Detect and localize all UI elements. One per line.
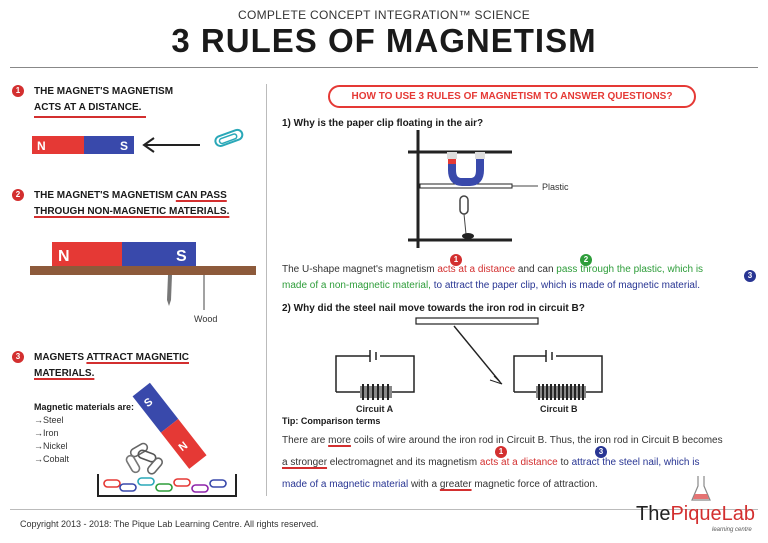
magnet-north-half [32, 136, 84, 154]
rule-3-line1-underlined: ATTRACT MAGNETIC [86, 352, 189, 363]
question-2: 2) Why did the steel nail move towards t… [282, 303, 585, 314]
rule-1-number: 1 [12, 85, 24, 97]
title-divider [10, 67, 758, 68]
tip-heading: Tip: Comparison terms [282, 416, 381, 426]
answer-1-rule3: to attract the paper clip, which is made… [430, 280, 700, 291]
marker-1: 1 [495, 446, 507, 458]
answer-2-text: magnetic force of attraction. [471, 479, 598, 490]
magnet-south-half [84, 136, 134, 154]
marker-3: 3 [595, 446, 607, 458]
magnet-n-label: N [58, 248, 70, 265]
rule-3-heading: 3 MAGNETS ATTRACT MAGNETIC MATERIALS. [12, 350, 254, 382]
tilted-bar-magnet: S N [132, 382, 207, 469]
arrow-head-icon [142, 137, 155, 153]
pique-lab-logo: ThePiqueLab [636, 503, 755, 526]
attracted-paper-clips [125, 442, 164, 475]
rule-2-line2: THROUGH NON-MAGNETIC MATERIALS. [34, 206, 230, 217]
magnet-attracting-clips-illustration: S N [97, 382, 237, 497]
magnet-south-half [122, 242, 196, 266]
iron-rod [415, 317, 539, 325]
logo-main: The [636, 503, 671, 525]
floating-paper-clip-icon [459, 195, 474, 239]
circuit-b-coil [536, 384, 586, 400]
nail-icon [167, 275, 172, 306]
answer-1-rule1: acts at a distance [437, 264, 516, 275]
rule-3-line2: MATERIALS. [34, 368, 95, 379]
rule-2-line1-underlined: CAN PASS [175, 190, 227, 201]
nail-tip-icon [489, 375, 503, 385]
steel-nail [453, 325, 501, 383]
logo-subtitle: learning centre [712, 527, 752, 533]
clip-tray [97, 474, 237, 497]
answer-2-text: to [557, 457, 572, 468]
answer-2-text: coils of wire around the iron rod in Cir… [350, 435, 723, 446]
answer-1: 1 2 3 The U-shape magnet's magnetism act… [282, 254, 756, 294]
magnet-s-label: S [176, 248, 187, 265]
rule-3-number: 3 [12, 351, 24, 363]
material-item: Nickel [34, 440, 144, 453]
circuit-b [513, 350, 603, 393]
paper-clips-in-tray [103, 477, 227, 493]
flask-logo-icon [691, 476, 711, 501]
floating-paper-clip-diagram: Plastic [408, 130, 569, 248]
wood-plank [30, 266, 256, 275]
header-kicker: COMPLETE CONCEPT INTEGRATION™ SCIENCE [237, 8, 531, 22]
rule-1-line2: ACTS AT A DISTANCE. [34, 102, 142, 113]
u-shape-magnet-icon [447, 152, 485, 186]
page-title: 3 RULES OF MAGNETISM [171, 22, 597, 59]
magnet-s-label: S [120, 139, 128, 153]
material-item: Iron [34, 427, 144, 440]
electromagnet-circuits-diagram: Circuit A Circuit B [335, 317, 603, 414]
rule-1-underline [34, 116, 146, 118]
rule-2-number: 2 [12, 189, 24, 201]
rule-1-line1: THE MAGNET'S MAGNETISM [34, 86, 174, 97]
plastic-label: Plastic [542, 182, 569, 192]
answer-1-rule2: pass through the plastic, which is [556, 264, 704, 275]
magnet-north-half [52, 242, 122, 266]
logo-accent: PiqueLab [670, 503, 755, 525]
answer-2-text: electromagnet and its magnetism [327, 457, 480, 468]
answer-2-rule1: acts at a distance [479, 457, 558, 468]
magnet-n-label: N [37, 139, 46, 153]
circuit-a-coil [360, 384, 392, 400]
question-1: 1) Why is the paper clip floating in the… [282, 118, 484, 129]
rule-1-heading: 1 THE MAGNET'S MAGNETISM ACTS AT A DISTA… [12, 84, 254, 116]
answer-1-text: and can [515, 264, 557, 275]
marker-2: 2 [580, 254, 592, 266]
rule-3-line1-text: MAGNETS [34, 352, 87, 363]
magnetic-materials-list: Magnetic materials are: Steel Iron Nicke… [34, 402, 144, 466]
wood-label: Wood [194, 314, 217, 324]
bar-magnet-paperclip-illustration: N S [32, 128, 244, 154]
marker-3: 3 [744, 270, 756, 282]
material-item: Steel [34, 414, 144, 427]
rule-2-line1-text: THE MAGNET'S MAGNETISM [34, 190, 176, 201]
rule-2-heading: 2 THE MAGNET'S MAGNETISM CAN PASS THROUG… [12, 188, 264, 220]
circuit-a-label: Circuit A [356, 404, 394, 414]
comparison-term: a stronger [282, 457, 328, 468]
comparison-term: more [328, 435, 351, 446]
answer-1-text: The U-shape magnet's magnetism [282, 264, 438, 275]
answer-2-rule3: attract the steel nail, which is [571, 457, 700, 468]
copyright-text: Copyright 2013 - 2018: The Pique Lab Lea… [20, 519, 319, 529]
column-divider [266, 84, 267, 496]
answer-2-rule3-cont: made of a magnetic material [282, 479, 409, 490]
magnetic-materials-heading: Magnetic materials are: [34, 402, 135, 412]
magnet-on-wood-illustration: N S Wood [30, 242, 256, 324]
answer-2: 1 3 There are more coils of wire around … [282, 430, 752, 496]
footer-divider [10, 509, 758, 510]
answer-2-text: with a [408, 479, 440, 490]
answer-1-rule2-cont: made of a non-magnetic material, [282, 280, 431, 291]
material-item: Cobalt [34, 453, 144, 466]
marker-1: 1 [450, 254, 462, 266]
paper-clip-icon [214, 128, 244, 147]
comparison-term: greater [439, 479, 472, 490]
how-to-banner: HOW TO USE 3 RULES OF MAGNETISM TO ANSWE… [328, 85, 696, 108]
circuit-a [335, 350, 415, 393]
answer-2-text: There are [282, 435, 329, 446]
circuit-b-label: Circuit B [540, 404, 578, 414]
